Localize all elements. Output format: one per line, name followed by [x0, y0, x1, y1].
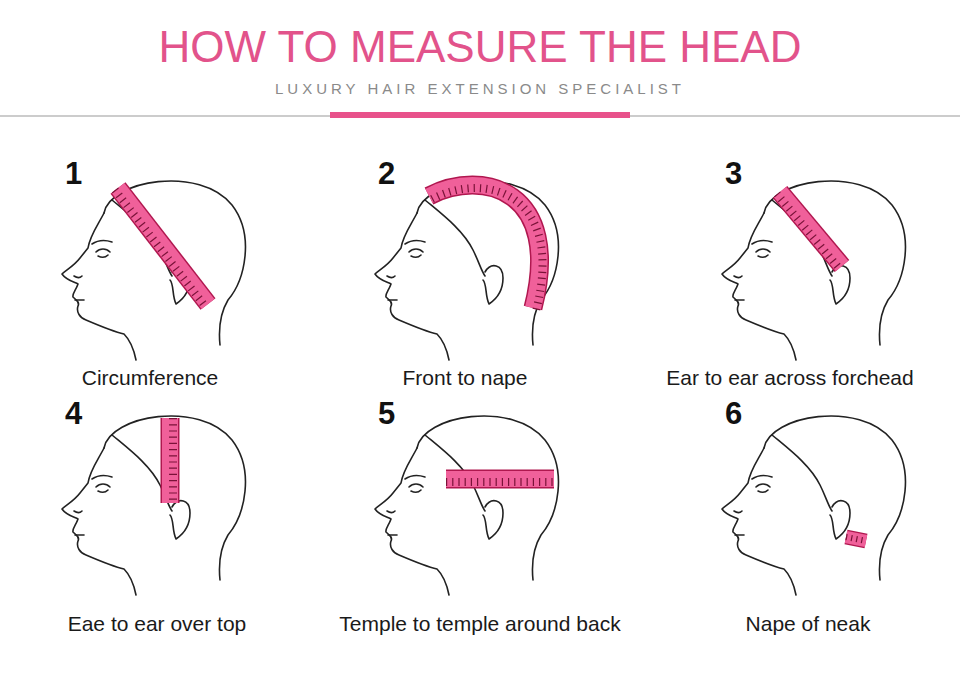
step-number: 3: [725, 156, 742, 192]
subtitle: LUXURY HAIR EXTENSION SPECIALIST: [0, 80, 960, 97]
step-number: 5: [378, 396, 395, 432]
page-title: HOW TO MEASURE THE HEAD: [0, 22, 960, 73]
step-number: 4: [65, 396, 82, 432]
step-number: 2: [378, 156, 395, 192]
step-caption: Nape of neak: [746, 612, 871, 636]
step-caption: Temple to temple around back: [339, 612, 620, 636]
step-caption: Front to nape: [403, 366, 528, 390]
step-caption: Circumference: [82, 366, 219, 390]
step-caption: Eae to ear over top: [68, 612, 247, 636]
step-caption: Ear to ear across forchead: [666, 366, 913, 390]
step-number: 6: [725, 396, 742, 432]
accent-bar: [330, 112, 630, 118]
measuring-tapes: [115, 185, 866, 541]
step-number: 1: [65, 156, 82, 192]
